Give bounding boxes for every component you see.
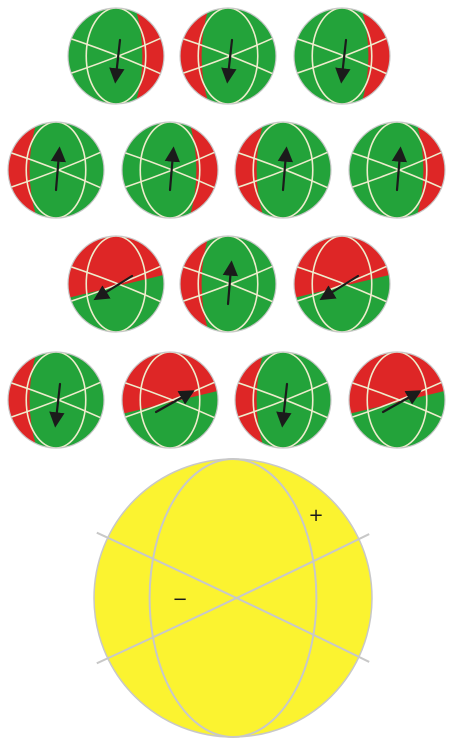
sphere-r2-c2 xyxy=(122,116,224,224)
sphere-r3-c3 xyxy=(288,230,396,332)
plus-sign-label: + xyxy=(308,505,323,526)
reference-sphere: + − xyxy=(94,459,372,737)
sphere-r2-c1 xyxy=(2,116,104,224)
sphere-r4-c4 xyxy=(343,346,450,448)
sphere-r3-c1 xyxy=(62,230,170,332)
sphere-r1-c3 xyxy=(294,2,396,110)
sphere-r3-c2 xyxy=(174,230,276,338)
reference-sphere-disc xyxy=(94,459,372,737)
sphere-r1-c2 xyxy=(174,2,276,110)
minus-sign-label: − xyxy=(172,589,187,610)
sphere-r4-c2 xyxy=(116,346,224,448)
sphere-r4-c1 xyxy=(2,346,104,454)
sphere-r1-c1 xyxy=(68,2,170,110)
sphere-r4-c3 xyxy=(229,346,331,454)
sphere-r2-c3 xyxy=(229,116,331,224)
sphere-r2-c4 xyxy=(349,116,450,224)
mechanism-spheres xyxy=(2,2,450,454)
